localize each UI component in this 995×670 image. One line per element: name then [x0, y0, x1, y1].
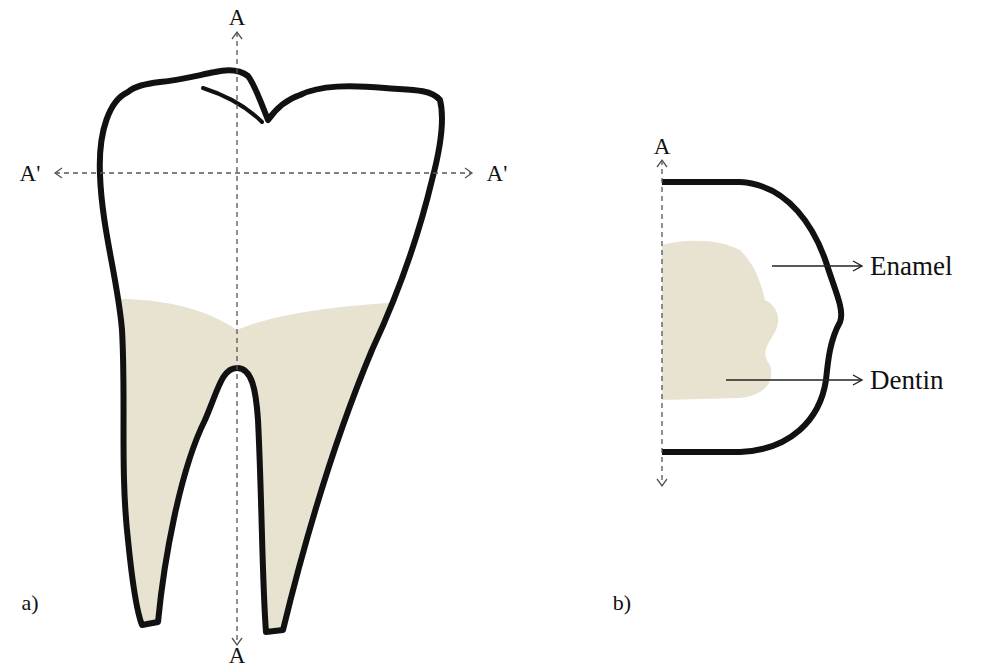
part-label: Dentin — [870, 367, 944, 394]
axis-label: A — [654, 135, 671, 158]
axis-label: A — [229, 6, 246, 29]
panel-label: b) — [613, 592, 631, 614]
axis-label: A — [229, 644, 246, 667]
part-label: Enamel — [870, 253, 952, 280]
axis-label: A' — [487, 162, 508, 185]
panel-label: a) — [21, 592, 38, 614]
axis-label: A' — [20, 162, 41, 185]
